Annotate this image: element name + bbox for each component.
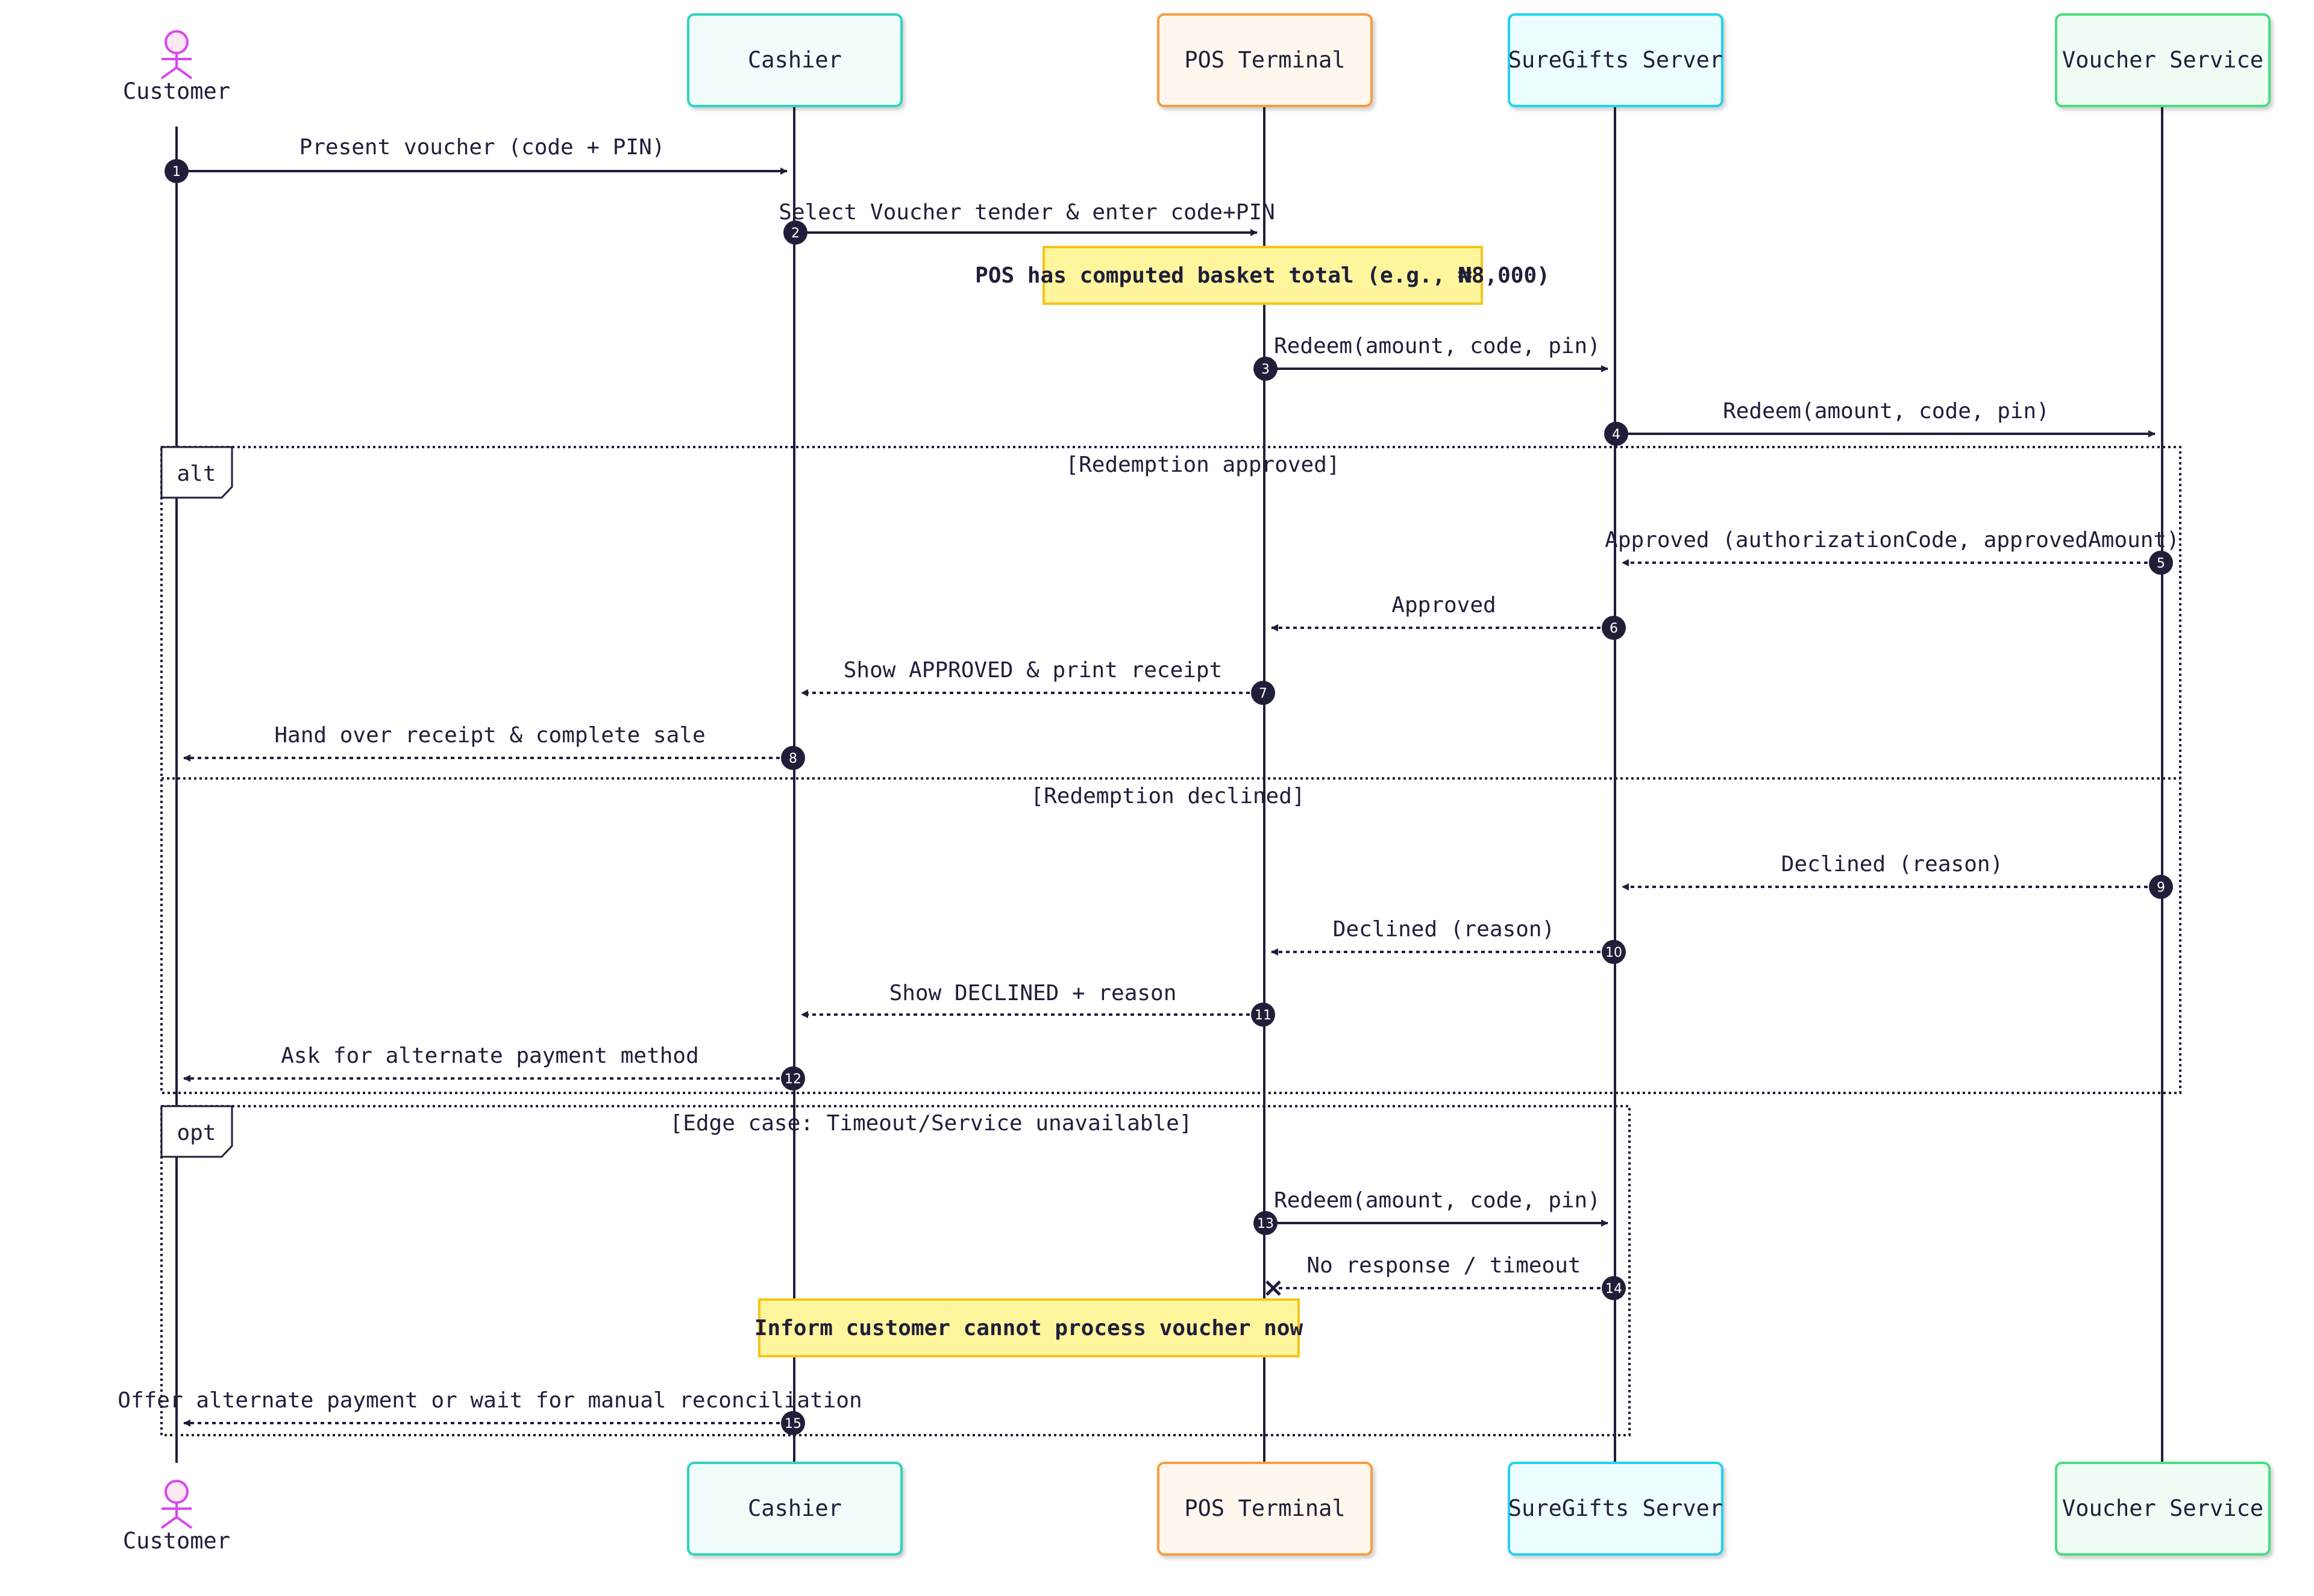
participant-label: POS Terminal [1184, 47, 1345, 73]
participant-label: Voucher Service [2062, 1495, 2263, 1521]
note-basket-total: POS has computed basket total (e.g., ₦8,… [975, 246, 1550, 305]
message-label: Present voucher (code + PIN) [299, 135, 665, 160]
message-13: Redeem(amount, code, pin) 13 [1253, 1188, 1608, 1235]
sequence-number: 15 [785, 1416, 801, 1432]
message-label: Redeem(amount, code, pin) [1274, 1188, 1601, 1213]
message-1: Present voucher (code + PIN) 1 [165, 135, 788, 183]
opt-tab [160, 1105, 233, 1158]
message-14: No response / timeout 14 [1265, 1253, 1626, 1300]
participant-label: POS Terminal [1184, 1495, 1345, 1521]
participant-cashier-bottom: Cashier [687, 1462, 903, 1556]
sequence-badge [1602, 940, 1626, 964]
sequence-number: 3 [1261, 362, 1270, 377]
alt-condition-approved: [Redemption approved] [1065, 452, 1340, 477]
message-3: Redeem(amount, code, pin) 3 [1253, 334, 1608, 381]
message-label: Redeem(amount, code, pin) [1723, 399, 2049, 424]
note-cannot-process: Inform customer cannot process voucher n… [754, 1298, 1303, 1357]
participant-label: Cashier [748, 47, 842, 73]
sequence-badge [2149, 551, 2173, 575]
participant-server-bottom: SureGifts Server [1508, 1462, 1723, 1556]
message-7: Show APPROVED & print receipt 7 [801, 658, 1275, 705]
message-15: Offer alternate payment or wait for manu… [118, 1388, 862, 1435]
sequence-badge [781, 1066, 805, 1091]
opt-condition: [Edge case: Timeout/Service unavailable] [670, 1111, 1193, 1136]
sequence-number: 11 [1255, 1008, 1271, 1023]
sequence-number: 1 [172, 164, 181, 180]
sequence-number: 7 [1259, 686, 1267, 701]
participant-pos-bottom: POS Terminal [1157, 1462, 1373, 1556]
sequence-badge [781, 746, 805, 770]
alt-condition-declined: [Redemption declined] [1030, 784, 1305, 809]
participant-label: Cashier [748, 1495, 842, 1521]
sequence-number: 2 [791, 226, 800, 241]
message-12: Ask for alternate payment method 12 [183, 1044, 805, 1091]
sequence-badge [1251, 681, 1275, 705]
sequence-badge [165, 159, 189, 183]
note-text: Inform customer cannot process voucher n… [754, 1316, 1303, 1341]
message-label: Ask for alternate payment method [281, 1044, 699, 1068]
participant-label: Voucher Service [2062, 47, 2263, 73]
sequence-number: 6 [1610, 621, 1618, 636]
sequence-number: 8 [789, 751, 797, 766]
message-label: Redeem(amount, code, pin) [1274, 334, 1601, 358]
message-label: Declined (reason) [1781, 852, 2003, 877]
message-10: Declined (reason) 10 [1271, 917, 1626, 964]
message-2: Select Voucher tender & enter code+PIN 2 [779, 200, 1275, 245]
message-label: Show DECLINED + reason [889, 981, 1177, 1006]
sequence-badge [1604, 422, 1628, 446]
note-text: POS has computed basket total (e.g., ₦8,… [975, 263, 1550, 288]
alt-label: alt [177, 462, 216, 486]
sequence-number: 12 [785, 1072, 801, 1087]
message-11: Show DECLINED + reason 11 [801, 981, 1275, 1027]
sequence-badge [783, 221, 807, 245]
message-label: Show APPROVED & print receipt [844, 658, 1223, 683]
sequence-badge [1251, 1003, 1275, 1027]
cross-icon [1265, 1280, 1281, 1296]
participant-voucher-bottom: Voucher Service [2055, 1462, 2271, 1556]
actor-icon [160, 1480, 193, 1529]
sequence-badge [1253, 357, 1278, 381]
sequence-number: 13 [1257, 1216, 1274, 1231]
message-label: Select Voucher tender & enter code+PIN [779, 200, 1275, 225]
participant-label: SureGifts Server [1508, 47, 1723, 73]
message-label: Approved [1391, 593, 1496, 618]
sequence-badge [1602, 1276, 1626, 1300]
sequence-badge [1253, 1211, 1278, 1235]
actor-label: Customer [123, 1528, 230, 1554]
lifelines [175, 106, 2163, 1463]
sequence-badge [781, 1411, 805, 1435]
message-5: Approved (authorizationCode, approvedAmo… [1605, 528, 2180, 575]
message-label: Hand over receipt & complete sale [274, 723, 705, 748]
alt-tab [160, 446, 233, 499]
message-label: Approved (authorizationCode, approvedAmo… [1605, 528, 2180, 552]
actor-customer-bottom: Customer [123, 1480, 230, 1554]
message-6: Approved 6 [1271, 593, 1626, 640]
actor-customer-top: Customer [123, 30, 230, 104]
sequence-number: 4 [1612, 427, 1620, 442]
message-8: Hand over receipt & complete sale 8 [183, 723, 805, 770]
opt-frame: opt [Edge case: Timeout/Service unavaila… [160, 1105, 1631, 1436]
message-9: Declined (reason) 9 [1622, 852, 2173, 899]
participant-label: SureGifts Server [1508, 1495, 1723, 1521]
participant-pos-top: POS Terminal [1157, 13, 1373, 107]
sequence-number: 5 [2157, 556, 2165, 571]
message-label: No response / timeout [1306, 1253, 1581, 1278]
actor-label: Customer [123, 78, 230, 104]
sequence-badge [2149, 875, 2173, 899]
participant-voucher-top: Voucher Service [2055, 13, 2271, 107]
opt-label: opt [177, 1121, 216, 1145]
sequence-badge [1602, 616, 1626, 640]
alt-frame: alt [Redemption approved] [Redemption de… [160, 446, 2181, 1094]
message-4: Redeem(amount, code, pin) 4 [1604, 399, 2156, 446]
sequence-number: 10 [1605, 945, 1622, 960]
message-label: Offer alternate payment or wait for manu… [118, 1388, 862, 1413]
participant-server-top: SureGifts Server [1508, 13, 1723, 107]
participant-cashier-top: Cashier [687, 13, 903, 107]
actor-icon [160, 30, 193, 80]
sequence-number: 14 [1605, 1281, 1622, 1297]
sequence-number: 9 [2157, 880, 2165, 895]
message-label: Declined (reason) [1333, 917, 1555, 942]
